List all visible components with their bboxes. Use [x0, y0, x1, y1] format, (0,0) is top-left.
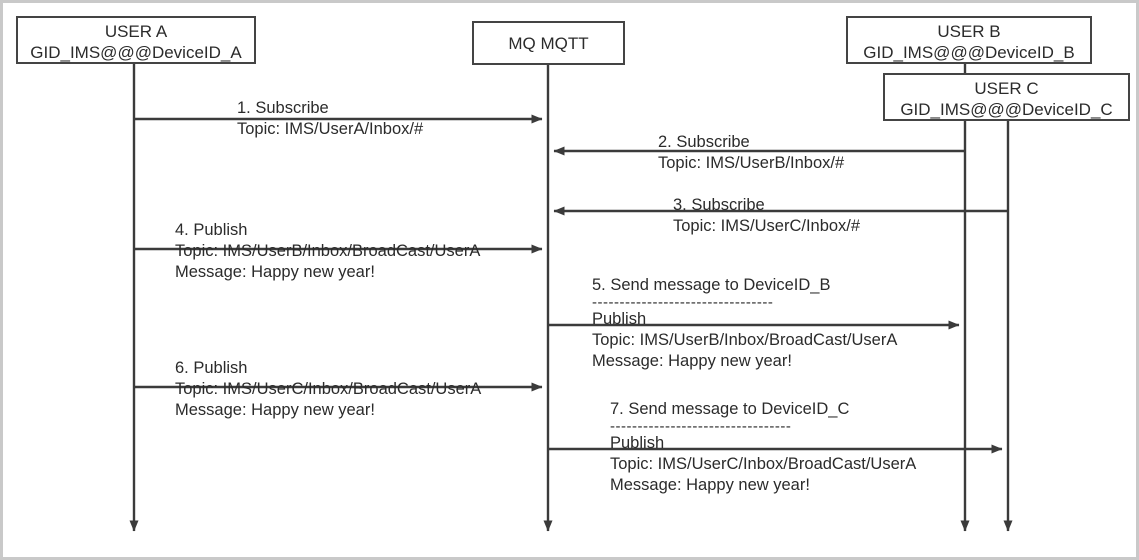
message-label-7: 7. Send message to DeviceID_C ----------… — [610, 399, 916, 496]
participant-user-c[interactable]: USER C GID_IMS@@@DeviceID_C — [883, 73, 1130, 121]
message-7-line-1: Topic: IMS/UserC/Inbox/BroadCast/UserA — [610, 455, 917, 473]
message-4-line-1: Message: Happy new year! — [175, 263, 375, 281]
message-label-6: 6. Publish Topic: IMS/UserC/Inbox/BroadC… — [175, 358, 481, 421]
message-1-seq: 1. Subscribe — [237, 99, 329, 117]
participant-user-c-client-id: GID_IMS@@@DeviceID_C — [900, 100, 1113, 119]
message-6-line-1: Message: Happy new year! — [175, 401, 375, 419]
participant-user-a[interactable]: USER A GID_IMS@@@DeviceID_A — [16, 16, 256, 64]
message-7-line-0: Publish — [610, 434, 665, 452]
message-label-2: 2. Subscribe Topic: IMS/UserB/Inbox/# — [658, 132, 844, 174]
message-4-seq: 4. Publish — [175, 221, 248, 239]
message-3-seq: 3. Subscribe — [673, 196, 765, 214]
message-5-line-0: Publish — [592, 310, 647, 328]
message-label-4: 4. Publish Topic: IMS/UserB/Inbox/BroadC… — [175, 220, 480, 283]
participant-user-c-name: USER C — [974, 79, 1039, 98]
diagram-lines-layer — [129, 64, 1013, 532]
message-7-separator: --------------------------------- — [610, 420, 792, 433]
message-6-seq: 6. Publish — [175, 359, 248, 377]
message-6-line-0: Topic: IMS/UserC/Inbox/BroadCast/UserA — [175, 380, 482, 398]
message-7-line-2: Message: Happy new year! — [610, 476, 810, 494]
message-label-1: 1. Subscribe Topic: IMS/UserA/Inbox/# — [237, 98, 423, 140]
message-2-seq: 2. Subscribe — [658, 133, 750, 151]
message-3-line-0: Topic: IMS/UserC/Inbox/# — [673, 217, 861, 235]
participant-user-a-client-id: GID_IMS@@@DeviceID_A — [30, 43, 242, 62]
participant-user-b-name: USER B — [937, 22, 1001, 41]
message-7-seq: 7. Send message to DeviceID_C — [610, 400, 850, 418]
participant-mq-mqtt-name: MQ MQTT — [508, 33, 589, 53]
message-5-separator: --------------------------------- — [592, 296, 774, 309]
message-4-line-0: Topic: IMS/UserB/Inbox/BroadCast/UserA — [175, 242, 481, 260]
message-1-line-0: Topic: IMS/UserA/Inbox/# — [237, 120, 424, 138]
participant-mq-mqtt[interactable]: MQ MQTT — [472, 21, 625, 65]
participant-user-b[interactable]: USER B GID_IMS@@@DeviceID_B — [846, 16, 1092, 64]
message-2-line-0: Topic: IMS/UserB/Inbox/# — [658, 154, 845, 172]
message-5-seq: 5. Send message to DeviceID_B — [592, 276, 831, 294]
message-5-line-2: Message: Happy new year! — [592, 352, 792, 370]
participant-user-b-client-id: GID_IMS@@@DeviceID_B — [863, 43, 1075, 62]
message-label-5: 5. Send message to DeviceID_B ----------… — [592, 275, 897, 372]
message-5-line-1: Topic: IMS/UserB/Inbox/BroadCast/UserA — [592, 331, 898, 349]
message-label-3: 3. Subscribe Topic: IMS/UserC/Inbox/# — [673, 195, 860, 237]
participant-user-a-name: USER A — [104, 22, 168, 41]
